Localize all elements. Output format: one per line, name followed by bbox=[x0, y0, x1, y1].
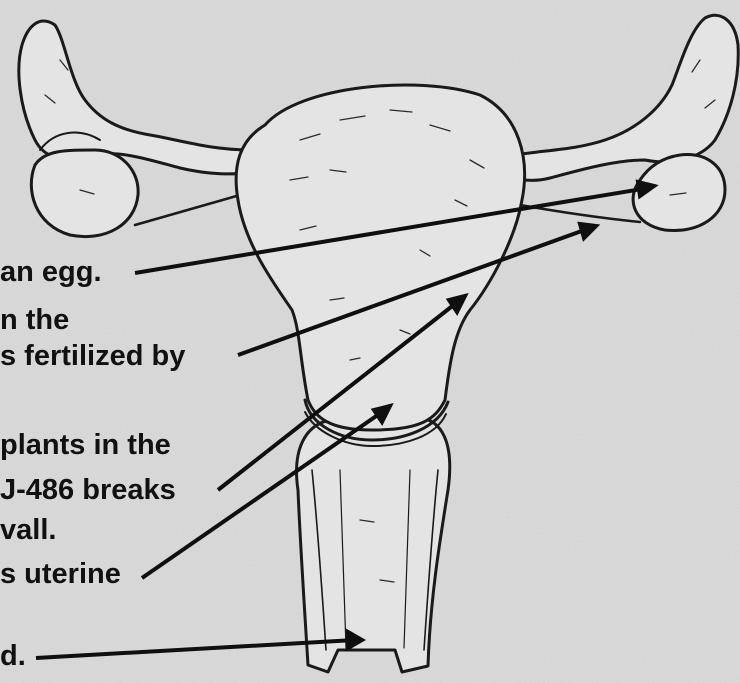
label-d: d. bbox=[0, 642, 26, 671]
label-in-the: n the bbox=[0, 306, 69, 335]
right-fallopian-tube bbox=[515, 15, 738, 180]
label-uterine: s uterine bbox=[0, 560, 121, 589]
uterus-body bbox=[236, 85, 524, 430]
label-wall: vall. bbox=[0, 516, 56, 545]
label-ru486: J-486 breaks bbox=[0, 476, 176, 505]
left-fallopian-tube bbox=[19, 21, 250, 174]
label-egg: an egg. bbox=[0, 258, 102, 287]
left-ovary bbox=[31, 150, 138, 237]
label-implants: plants in the bbox=[0, 431, 171, 460]
label-fertilized: s fertilized by bbox=[0, 342, 185, 371]
